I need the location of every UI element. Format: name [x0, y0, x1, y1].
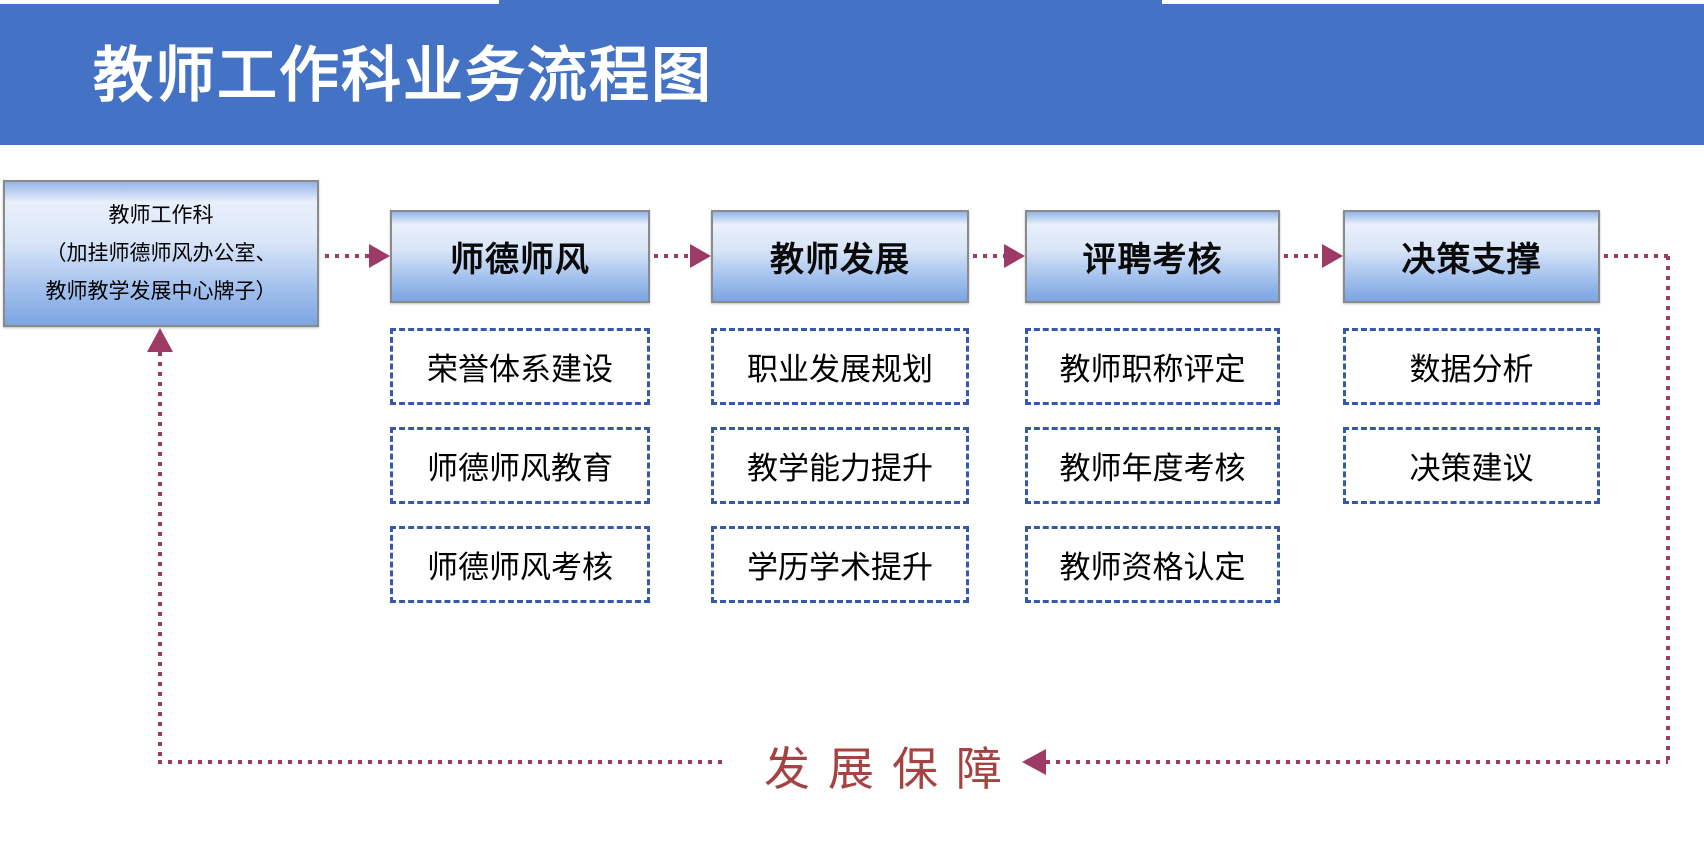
sub-box: 学历学术提升 — [711, 526, 969, 603]
sub-box: 决策建议 — [1343, 427, 1600, 504]
sub-box-label: 决策建议 — [1409, 451, 1534, 486]
header-box-label: 师德师风 — [450, 241, 590, 279]
sub-box: 教学能力提升 — [711, 427, 969, 504]
header-box-label: 教师发展 — [770, 241, 910, 279]
sub-box: 师德师风教育 — [390, 427, 650, 504]
flow-line — [654, 254, 690, 258]
sub-box-label: 师德师风教育 — [427, 451, 613, 486]
source-line-1: 教师工作科 — [108, 203, 214, 227]
header-box-juece-zhicheng: 决策支撑 — [1343, 210, 1600, 303]
sub-box: 教师职称评定 — [1025, 328, 1280, 405]
source-box-text: 教师工作科 （加挂师德师风办公室、 教师教学发展中心牌子） — [46, 197, 277, 311]
flow-arrow-right-icon — [1004, 244, 1025, 268]
flow-arrow-right-icon — [1322, 244, 1343, 268]
flow-arrow-right-icon — [690, 244, 711, 268]
flow-line — [973, 254, 1005, 258]
sub-box: 教师年度考核 — [1025, 427, 1280, 504]
sub-box-label: 教师职称评定 — [1059, 352, 1246, 387]
feedback-line-top — [1604, 254, 1670, 258]
sub-box-label: 教学能力提升 — [747, 451, 933, 486]
sub-box-label: 数据分析 — [1409, 352, 1534, 387]
sub-box-label: 教师年度考核 — [1059, 451, 1246, 486]
sub-box: 教师资格认定 — [1025, 526, 1280, 603]
header-bar — [0, 4, 1704, 145]
sub-box-label: 师德师风考核 — [427, 550, 613, 585]
header-box-shide-shifeng: 师德师风 — [390, 210, 650, 303]
source-box: 教师工作科 （加挂师德师风办公室、 教师教学发展中心牌子） — [3, 180, 319, 327]
flow-arrow-right-icon — [369, 244, 390, 268]
sub-box-label: 荣誉体系建设 — [427, 352, 613, 387]
feedback-line-bottom-right — [1046, 760, 1668, 764]
sub-box: 师德师风考核 — [390, 526, 650, 603]
header-box-pingpin-kaohe: 评聘考核 — [1025, 210, 1280, 303]
feedback-label: 发展保障 — [764, 743, 1020, 795]
header-box-label: 决策支撑 — [1401, 241, 1542, 279]
feedback-line-right — [1666, 256, 1670, 762]
source-line-3: 教师教学发展中心牌子） — [45, 279, 277, 303]
feedback-arrow-left-icon — [1022, 749, 1046, 775]
header-bar-top-notch — [499, 0, 1162, 4]
feedback-line-bottom-left — [158, 760, 728, 764]
header-box-jiaoshi-fazhan: 教师发展 — [711, 210, 969, 303]
source-line-2: （加挂师德师风办公室、 — [45, 241, 277, 265]
feedback-arrow-up-icon — [147, 328, 173, 352]
sub-box: 荣誉体系建设 — [390, 328, 650, 405]
sub-box: 职业发展规划 — [711, 328, 969, 405]
flow-line — [1284, 254, 1322, 258]
flow-line — [325, 254, 369, 258]
header-box-label: 评聘考核 — [1082, 241, 1223, 279]
sub-box-label: 学历学术提升 — [747, 550, 933, 585]
feedback-line-left — [158, 352, 162, 762]
page-title: 教师工作科业务流程图 — [93, 42, 713, 109]
sub-box-label: 职业发展规划 — [747, 352, 933, 387]
sub-box-label: 教师资格认定 — [1059, 550, 1246, 585]
sub-box: 数据分析 — [1343, 328, 1600, 405]
